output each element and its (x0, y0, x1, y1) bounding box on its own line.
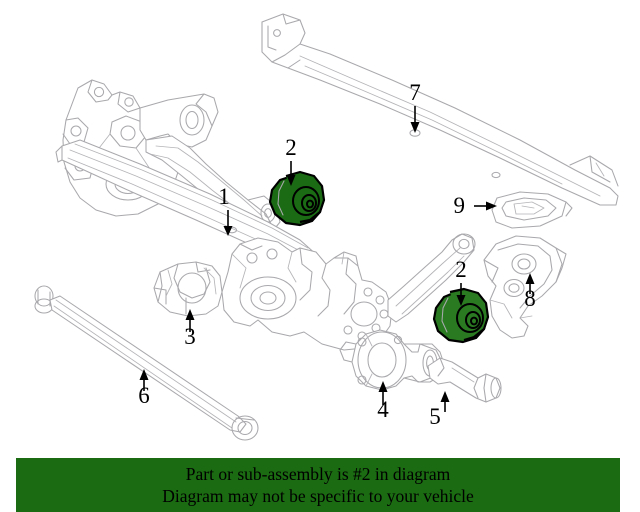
lateral-control-rod (34, 285, 259, 441)
callout-3-label: 3 (184, 324, 196, 349)
callout-2-lower: 2 (455, 257, 467, 306)
banner-line-1: Part or sub-assembly is #2 in diagram (185, 464, 451, 484)
callout-9: 9 (454, 193, 497, 218)
rear-axle-beam (55, 139, 319, 269)
callout-2-lower-label: 2 (455, 257, 467, 282)
callout-4-label: 4 (377, 397, 389, 422)
callout-9-label: 9 (454, 193, 466, 218)
hub-mounting-bolt (427, 357, 502, 403)
part-notice-banner: Part or sub-assembly is #2 in diagram Di… (16, 458, 620, 512)
right-trailing-arm (387, 233, 476, 323)
upper-crossmember-part (261, 13, 619, 206)
callout-8: 8 (524, 273, 536, 311)
callout-5-label: 5 (429, 404, 441, 429)
highlighted-bushing-upper (268, 170, 326, 227)
callout-6-label: 6 (138, 383, 150, 408)
callout-1-label: 1 (218, 184, 230, 209)
callout-2-upper: 2 (285, 135, 297, 186)
callout-6: 6 (138, 369, 150, 408)
callout-1: 1 (218, 184, 233, 236)
callout-7: 7 (409, 80, 421, 133)
central-axle-housing (221, 237, 393, 351)
heat-shield-plate (491, 191, 573, 229)
callout-7-label: 7 (409, 80, 421, 105)
stabilizer-bushing-bracket (153, 261, 223, 317)
callout-3: 3 (184, 309, 196, 349)
banner-line-2: Diagram may not be specific to your vehi… (162, 486, 474, 506)
callout-8-label: 8 (524, 286, 536, 311)
callout-4: 4 (377, 381, 389, 422)
axle-mounting-bracket (483, 235, 567, 339)
callout-2-upper-label: 2 (285, 135, 297, 160)
callout-5: 5 (429, 391, 450, 429)
